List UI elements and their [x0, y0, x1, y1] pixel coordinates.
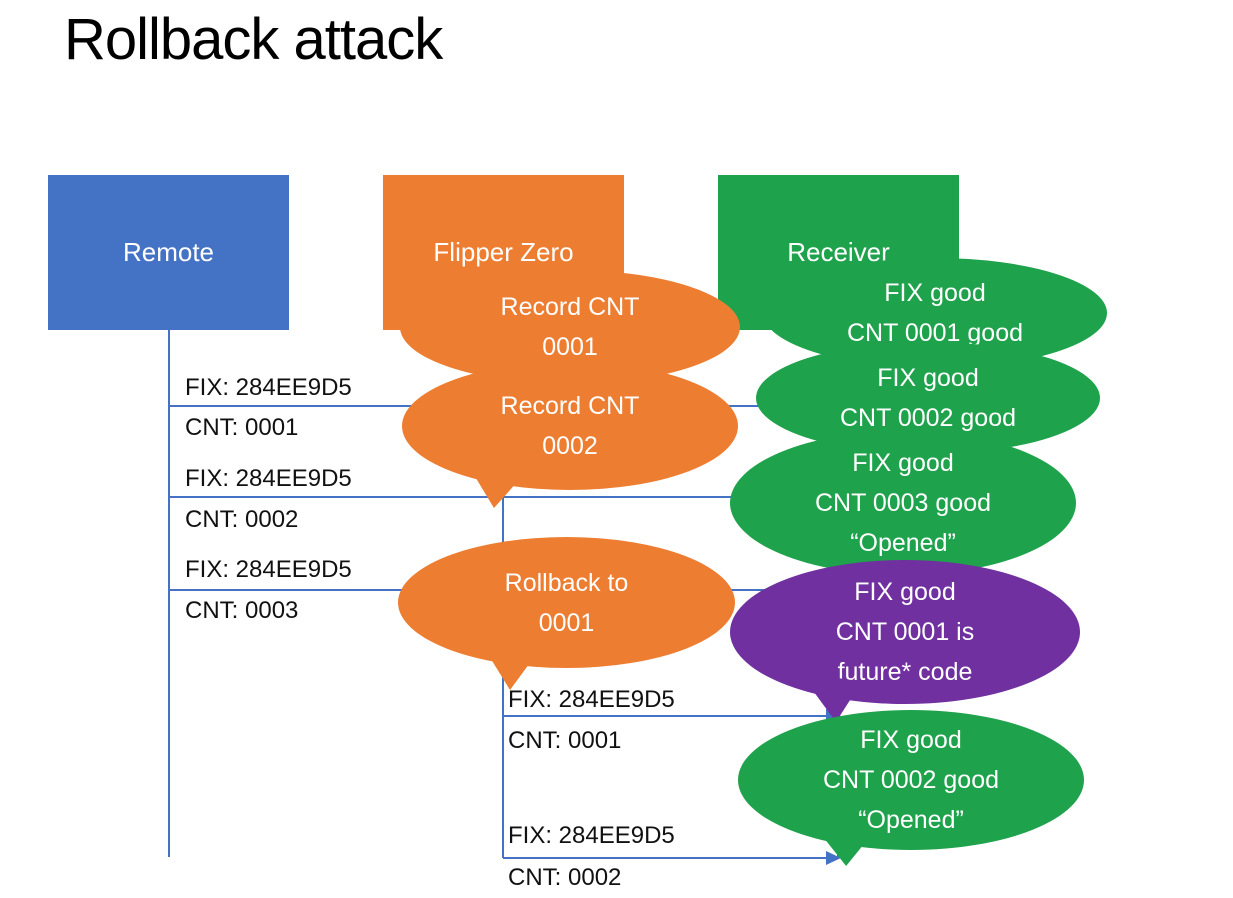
callout-line: Record CNT — [500, 392, 640, 420]
message-label-fix: FIX: 284EE9D5 — [185, 556, 352, 583]
callout-record-cnt-0002: Record CNT 0002 — [402, 362, 738, 490]
message-label-cnt: CNT: 0001 — [185, 414, 299, 441]
callout-rollback-to-0001: Rollback to 0001 — [398, 537, 735, 668]
message-label-cnt: CNT: 0003 — [185, 597, 299, 624]
callout-cnt-0001-future-code: FIX good CNT 0001 is future* code — [730, 560, 1080, 704]
actor-box-remote: Remote — [48, 175, 289, 330]
message-label-fix: FIX: 284EE9D5 — [508, 822, 675, 849]
callout-line: 0001 — [542, 333, 598, 361]
callout-line: FIX good — [852, 449, 954, 477]
callout-line: CNT 0002 good — [839, 404, 1017, 432]
actor-label: Flipper Zero — [433, 237, 574, 267]
callout-line: “Opened” — [850, 529, 956, 557]
callout-fix-good-cnt-0002-opened: FIX good CNT 0002 good “Opened” — [738, 710, 1084, 850]
message-label-cnt: CNT: 0001 — [508, 727, 622, 754]
callout-fix-good-cnt-0003-opened: FIX good CNT 0003 good “Opened” — [730, 431, 1076, 575]
callout-line: 0001 — [538, 608, 595, 637]
arrowhead — [826, 851, 841, 865]
callout-line: FIX good — [860, 726, 962, 754]
message-label-fix: FIX: 284EE9D5 — [185, 374, 352, 401]
message-label-cnt: CNT: 0002 — [508, 864, 622, 891]
callout-line: Rollback to — [504, 568, 629, 597]
callout-line: FIX good — [877, 364, 979, 392]
callout-line: CNT 0001 is — [835, 618, 975, 646]
message-label-fix: FIX: 284EE9D5 — [185, 465, 352, 492]
callout-line: FIX good — [854, 578, 956, 606]
callout-line: 0002 — [542, 432, 598, 460]
message-label-fix: FIX: 284EE9D5 — [508, 686, 675, 713]
callout-line: CNT 0003 good — [814, 489, 992, 517]
actor-label: Remote — [122, 237, 215, 267]
slide-title: Rollback attack — [64, 7, 443, 72]
callout-line: Record CNT — [500, 293, 640, 321]
callout-line: FIX good — [884, 279, 986, 307]
callout-line: “Opened” — [858, 806, 964, 834]
message-label-cnt: CNT: 0002 — [185, 506, 299, 533]
callout-line: CNT 0002 good — [822, 766, 1000, 794]
